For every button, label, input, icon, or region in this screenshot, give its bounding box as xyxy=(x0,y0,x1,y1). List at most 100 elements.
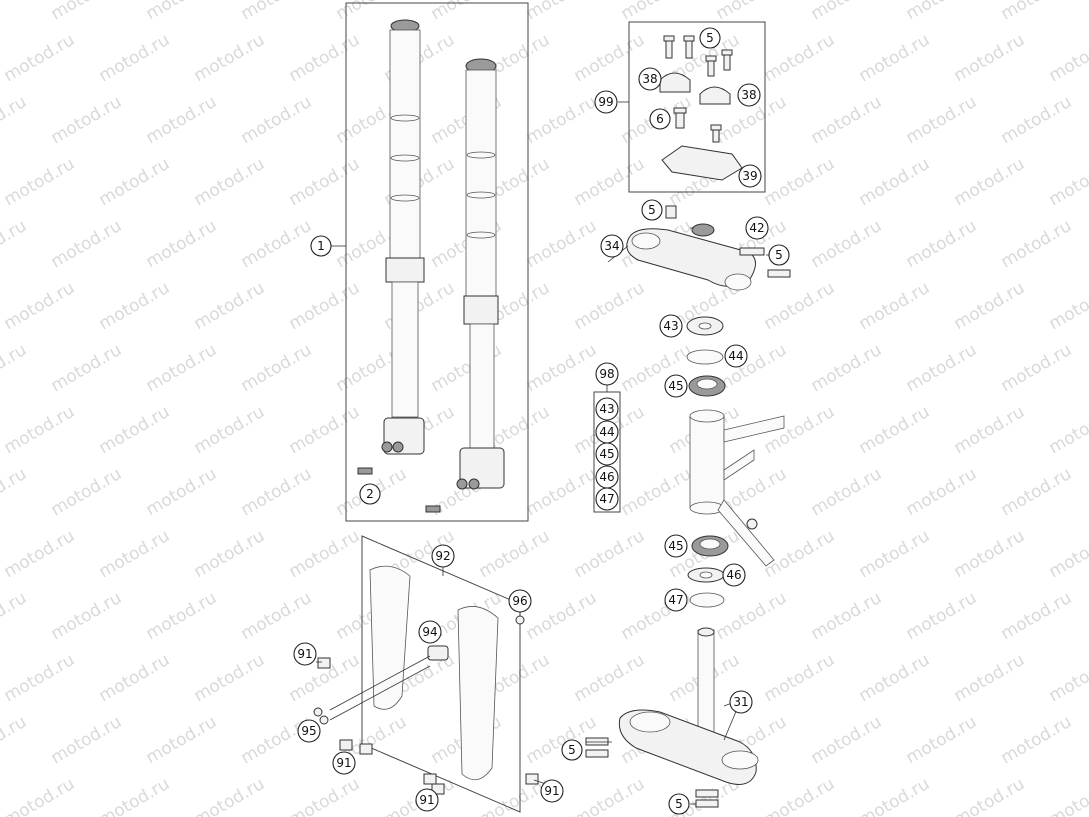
watermark-text: motod.ru xyxy=(191,154,269,210)
watermark-text: motod.ru xyxy=(808,0,886,24)
callout-43: 43 xyxy=(595,397,619,421)
watermark-text: motod.ru xyxy=(761,774,839,817)
watermark-text: motod.ru xyxy=(1,650,79,706)
watermark-text: motod.ru xyxy=(761,154,839,210)
watermark-text: motod.ru xyxy=(1,402,79,458)
callout-98: 98 xyxy=(595,362,619,386)
svg-text:45: 45 xyxy=(599,447,614,461)
watermark-text: motod.ru xyxy=(1046,650,1089,706)
callout-39: 39 xyxy=(738,164,762,188)
watermark-text: motod.ru xyxy=(0,464,30,520)
watermark-text: motod.ru xyxy=(191,774,269,817)
watermark-text: motod.ru xyxy=(998,340,1076,396)
watermark-text: motod.ru xyxy=(286,526,364,582)
watermark-text: motod.ru xyxy=(286,774,364,817)
watermark-text: motod.ru xyxy=(286,154,364,210)
watermark-text: motod.ru xyxy=(96,278,174,334)
watermark-text: motod.ru xyxy=(523,340,601,396)
svg-text:96: 96 xyxy=(512,594,527,608)
watermark-text: motod.ru xyxy=(761,526,839,582)
svg-text:92: 92 xyxy=(435,549,450,563)
svg-text:1: 1 xyxy=(317,239,325,253)
callout-96: 96 xyxy=(508,589,532,613)
callout-31: 31 xyxy=(729,690,753,714)
watermark-text: motod.ru xyxy=(1046,30,1089,86)
watermark-text: motod.ru xyxy=(96,30,174,86)
svg-text:91: 91 xyxy=(336,756,351,770)
watermark-text: motod.ru xyxy=(143,712,221,768)
watermark-text: motod.ru xyxy=(191,526,269,582)
watermark-text: motod.ru xyxy=(951,278,1029,334)
watermark-text: motod.ru xyxy=(238,588,316,644)
svg-text:46: 46 xyxy=(726,568,741,582)
svg-text:43: 43 xyxy=(599,402,614,416)
callout-91: 91 xyxy=(540,779,564,803)
watermark-text: motod.ru xyxy=(191,402,269,458)
watermark-text: motod.ru xyxy=(1,154,79,210)
svg-text:91: 91 xyxy=(544,784,559,798)
watermark-text: motod.ru xyxy=(1,526,79,582)
callout-91: 91 xyxy=(293,642,317,666)
callout-5: 5 xyxy=(768,244,790,266)
watermark-text: motod.ru xyxy=(523,92,601,148)
svg-text:39: 39 xyxy=(742,169,757,183)
svg-text:42: 42 xyxy=(749,221,764,235)
watermark-text: motod.ru xyxy=(96,526,174,582)
watermark-text: motod.ru xyxy=(856,402,934,458)
watermark-text: motod.ru xyxy=(1046,154,1089,210)
watermark-text: motod.ru xyxy=(856,774,934,817)
watermark-text: motod.ru xyxy=(1,774,79,817)
watermark-text: motod.ru xyxy=(48,92,126,148)
watermark-text: motod.ru xyxy=(96,402,174,458)
callout-2: 2 xyxy=(359,483,381,505)
watermark-text: motod.ru xyxy=(523,464,601,520)
watermark-text: motod.ru xyxy=(523,216,601,272)
watermark-text: motod.ru xyxy=(143,588,221,644)
fork-guards xyxy=(313,565,539,795)
watermark-text: motod.ru xyxy=(808,588,886,644)
watermark-text: motod.ru xyxy=(1046,526,1089,582)
watermark-text: motod.ru xyxy=(0,340,30,396)
callout-95: 95 xyxy=(297,719,321,743)
svg-text:46: 46 xyxy=(599,470,614,484)
watermark-text: motod.ru xyxy=(951,30,1029,86)
watermark-text: motod.ru xyxy=(713,0,791,24)
watermark-text: motod.ru xyxy=(903,588,981,644)
fork-assembly-frame xyxy=(345,2,529,522)
watermark-text: motod.ru xyxy=(951,774,1029,817)
svg-text:44: 44 xyxy=(728,349,743,363)
callout-47: 47 xyxy=(595,487,619,511)
watermark-text: motod.ru xyxy=(143,464,221,520)
callout-46: 46 xyxy=(595,465,619,489)
watermark-text: motod.ru xyxy=(143,0,221,24)
callout-5: 5 xyxy=(561,739,583,761)
svg-text:44: 44 xyxy=(599,425,614,439)
watermark-text: motod.ru xyxy=(286,402,364,458)
callout-5: 5 xyxy=(668,793,690,815)
watermark-text: motod.ru xyxy=(96,154,174,210)
callout-34: 34 xyxy=(600,234,624,258)
svg-text:98: 98 xyxy=(599,367,614,381)
svg-text:6: 6 xyxy=(656,112,664,126)
watermark-text: motod.ru xyxy=(951,402,1029,458)
svg-text:5: 5 xyxy=(775,248,783,262)
watermark-text: motod.ru xyxy=(238,340,316,396)
callout-42: 42 xyxy=(745,216,769,240)
callout-45: 45 xyxy=(664,374,688,398)
watermark-text: motod.ru xyxy=(856,278,934,334)
svg-text:34: 34 xyxy=(604,239,619,253)
watermark-text: motod.ru xyxy=(808,216,886,272)
watermark-text: motod.ru xyxy=(951,154,1029,210)
callout-45: 45 xyxy=(595,442,619,466)
watermark-text: motod.ru xyxy=(808,464,886,520)
watermark-text: motod.ru xyxy=(998,712,1076,768)
watermark-text: motod.ru xyxy=(0,0,30,24)
callout-38: 38 xyxy=(638,67,662,91)
watermark-text: motod.ru xyxy=(48,588,126,644)
watermark-text: motod.ru xyxy=(428,0,506,24)
svg-text:38: 38 xyxy=(642,72,657,86)
watermark-text: motod.ru xyxy=(761,650,839,706)
watermark-text: motod.ru xyxy=(761,30,839,86)
